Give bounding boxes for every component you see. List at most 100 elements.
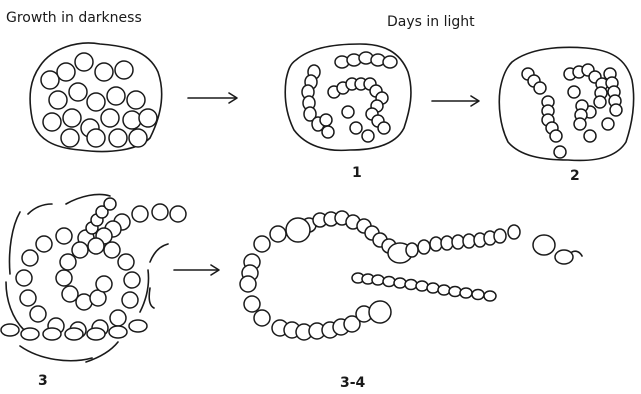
- cell: [405, 280, 417, 290]
- cell: [383, 277, 395, 287]
- cell: [56, 228, 72, 244]
- filament-stage-3-4: [240, 211, 520, 340]
- cell: [152, 204, 168, 220]
- stage-3-4-label: 3-4: [340, 376, 365, 390]
- cell: [87, 129, 105, 147]
- cell: [107, 87, 125, 105]
- cell: [484, 291, 496, 301]
- cell: [320, 114, 332, 126]
- cell: [132, 206, 148, 222]
- growth-in-darkness-label: Growth in darkness: [6, 11, 142, 25]
- cell: [362, 130, 374, 142]
- cell: [449, 287, 461, 297]
- cell: [610, 104, 622, 116]
- cell: [124, 272, 140, 288]
- cell: [127, 91, 145, 109]
- spore-cell: [369, 301, 391, 323]
- cell: [22, 250, 38, 266]
- colony-stage-1: [285, 44, 411, 150]
- cell: [584, 130, 596, 142]
- cell: [139, 109, 157, 127]
- cell: [104, 242, 120, 258]
- cell: [21, 328, 39, 340]
- cell: [372, 275, 384, 285]
- cell: [602, 118, 614, 130]
- cell: [418, 240, 430, 254]
- cell: [129, 129, 147, 147]
- cell: [87, 93, 105, 111]
- cell: [56, 270, 72, 286]
- dark-cells: [41, 53, 157, 147]
- cell: [244, 296, 260, 312]
- cell: [254, 236, 270, 252]
- cell: [438, 285, 450, 295]
- cell: [472, 290, 484, 300]
- cell: [72, 242, 88, 258]
- cell: [20, 290, 36, 306]
- cell: [41, 71, 59, 89]
- cell: [115, 61, 133, 79]
- cell: [96, 276, 112, 292]
- cell: [574, 118, 586, 130]
- cell: [63, 109, 81, 127]
- cell: [16, 270, 32, 286]
- colony-stage-2: [499, 47, 633, 160]
- cell: [254, 310, 270, 326]
- cell: [36, 236, 52, 252]
- cell: [30, 306, 46, 322]
- cell: [110, 310, 126, 326]
- cell: [75, 53, 93, 71]
- cell: [430, 237, 442, 251]
- cell: [87, 328, 105, 340]
- cell: [122, 292, 138, 308]
- days-in-light-label: Days in light: [387, 15, 475, 29]
- cell: [378, 122, 390, 134]
- cell: [123, 111, 141, 129]
- cell: [118, 254, 134, 270]
- cell: [383, 56, 397, 68]
- cell: [406, 243, 418, 257]
- cell: [494, 229, 506, 243]
- cell: [95, 63, 113, 81]
- cell: [61, 129, 79, 147]
- cell: [170, 206, 186, 222]
- cell: [350, 122, 362, 134]
- cell: [43, 113, 61, 131]
- cell: [342, 106, 354, 118]
- cell: [129, 320, 147, 332]
- cell: [550, 130, 562, 142]
- cell: [88, 238, 104, 254]
- cell: [49, 91, 67, 109]
- cell: [568, 86, 580, 98]
- cell: [416, 281, 428, 291]
- cell: [463, 234, 475, 248]
- stage-3-cells: [1, 198, 186, 340]
- cell: [101, 109, 119, 127]
- stage-2-cells: [522, 64, 622, 158]
- cell: [441, 236, 453, 250]
- arrow-right-1: [188, 93, 237, 103]
- cell: [554, 146, 566, 158]
- cell: [534, 82, 546, 94]
- cell: [43, 328, 61, 340]
- arrow-right-3: [174, 265, 219, 275]
- cell: [109, 326, 127, 338]
- cell: [322, 126, 334, 138]
- cell: [508, 225, 520, 239]
- cell: [394, 278, 406, 288]
- cell: [427, 283, 439, 293]
- cell: [270, 226, 286, 242]
- cell: [104, 198, 116, 210]
- cell: [594, 96, 606, 108]
- colony-dark: [30, 43, 162, 152]
- cell: [65, 328, 83, 340]
- detached-cells: [533, 235, 582, 264]
- arrow-right-2: [432, 96, 479, 106]
- stage-3-4-cells: [240, 211, 520, 340]
- stage-2-label: 2: [570, 169, 580, 183]
- cell: [460, 288, 472, 298]
- cell: [240, 276, 256, 292]
- stage-1-cells: [302, 52, 397, 142]
- cell: [452, 235, 464, 249]
